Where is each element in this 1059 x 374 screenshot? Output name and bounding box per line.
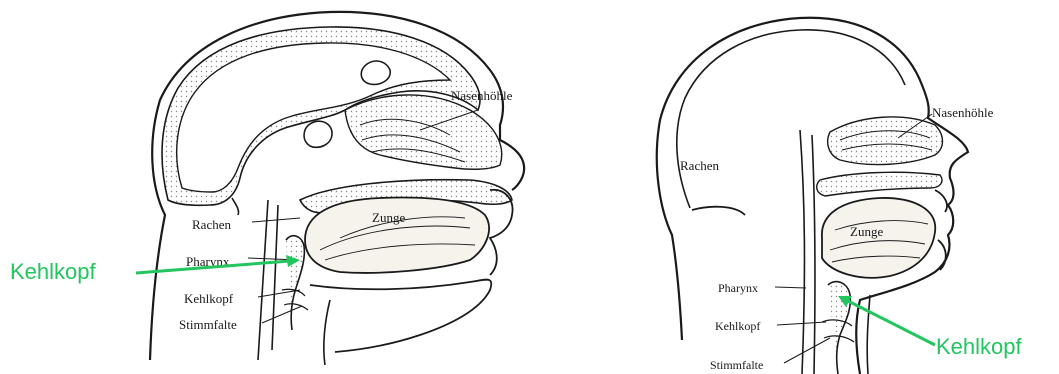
left-neck-front: [324, 300, 330, 365]
left-larynx: [286, 236, 304, 330]
left-tongue: [305, 198, 489, 273]
right-leader-pharynx: [775, 287, 806, 288]
right-label-kehlkopf: Kehlkopf: [715, 319, 760, 333]
left-callout-label: Kehlkopf: [10, 259, 97, 284]
left-label-rachen: Rachen: [192, 217, 231, 232]
right-leader-stimmfalte: [784, 338, 830, 363]
right-palate: [817, 172, 942, 196]
right-neck-back: [692, 207, 745, 215]
right-larynx: [828, 282, 850, 374]
left-label-zunge: Zunge: [372, 210, 405, 225]
left-sinus-upper: [361, 61, 390, 84]
right-pharynx-wall: [800, 130, 815, 374]
right-label-zunge: Zunge: [850, 224, 883, 239]
right-neck-front: [867, 295, 870, 374]
right-label-rachen: Rachen: [680, 158, 719, 173]
left-label-nasenhoehle: Nasenhöhle: [451, 88, 513, 103]
right-callout-label: Kehlkopf: [936, 334, 1023, 359]
left-sinus-lower: [304, 121, 332, 147]
left-jaw: [310, 280, 491, 352]
left-label-kehlkopf: Kehlkopf: [184, 291, 234, 306]
right-head-diagram: Nasenhöhle Rachen Zunge Pharynx Kehlkopf…: [657, 18, 1023, 374]
right-label-stimmfalte: Stimmfalte: [710, 358, 763, 372]
left-label-stimmfalte: Stimmfalte: [179, 317, 237, 332]
right-label-pharynx: Pharynx: [718, 281, 758, 295]
left-leader-rachen: [252, 218, 300, 222]
right-label-nasenhoehle: Nasenhöhle: [932, 105, 994, 120]
left-leader-stimmfalte: [262, 306, 302, 323]
right-leader-kehlkopf: [777, 322, 826, 325]
right-callout-arrow: [848, 301, 935, 345]
left-head-diagram: Nasenhöhle Rachen Zunge Pharynx Kehlkopf…: [10, 12, 524, 365]
left-pharynx-wall: [258, 200, 278, 360]
left-neck-back: [232, 198, 239, 215]
right-lips: [935, 190, 947, 270]
right-nasal-cavity: [828, 117, 943, 165]
